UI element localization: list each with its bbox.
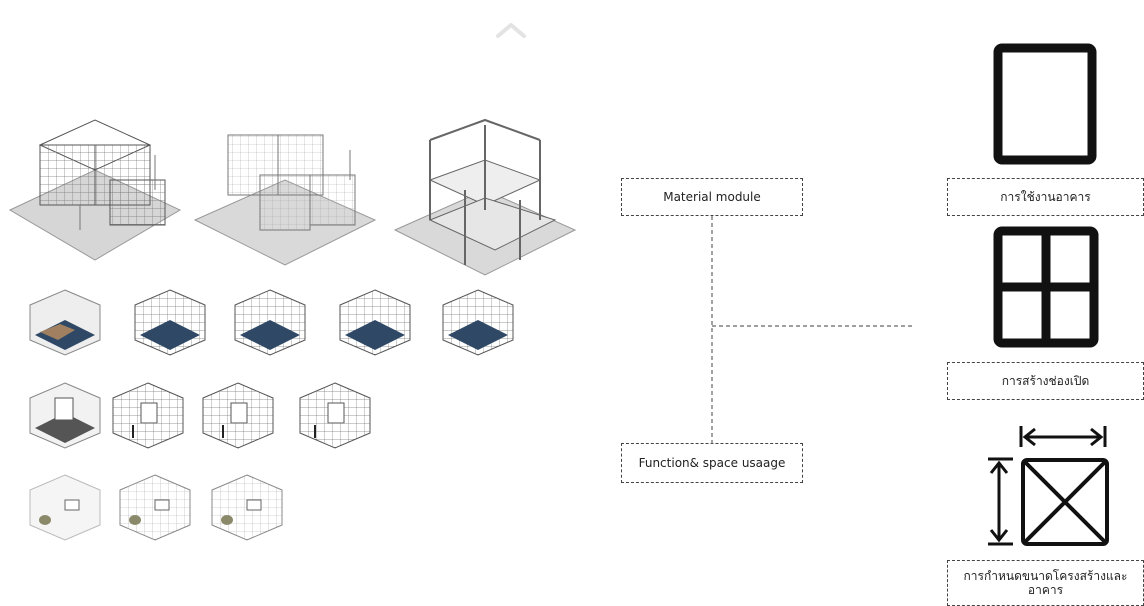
building-use-label: การใช้งานอาคาร (947, 178, 1144, 216)
room-cube-row-3 (29, 474, 283, 541)
opening-creation-label: การสร้างช่องเปิด (947, 362, 1144, 400)
structure-size-label: การกำหนดขนาดโครงสร้างและอาคาร (947, 560, 1144, 606)
building-model-2 (193, 134, 377, 266)
room-cube-row-2 (29, 382, 371, 449)
material-module-label: Material module (621, 178, 803, 216)
window-four-pane-icon (993, 226, 1099, 348)
dimension-cross-box-icon (988, 426, 1109, 546)
building-model-1 (8, 119, 182, 261)
function-space-label: Function& space usaage (621, 443, 803, 483)
window-single-frame-icon (993, 43, 1097, 165)
building-model-3 (393, 118, 577, 276)
room-cube-row-1 (29, 289, 514, 356)
connector-lines (711, 216, 915, 444)
axonometric-drawings (8, 118, 577, 541)
chevron-up-icon[interactable] (496, 22, 526, 38)
